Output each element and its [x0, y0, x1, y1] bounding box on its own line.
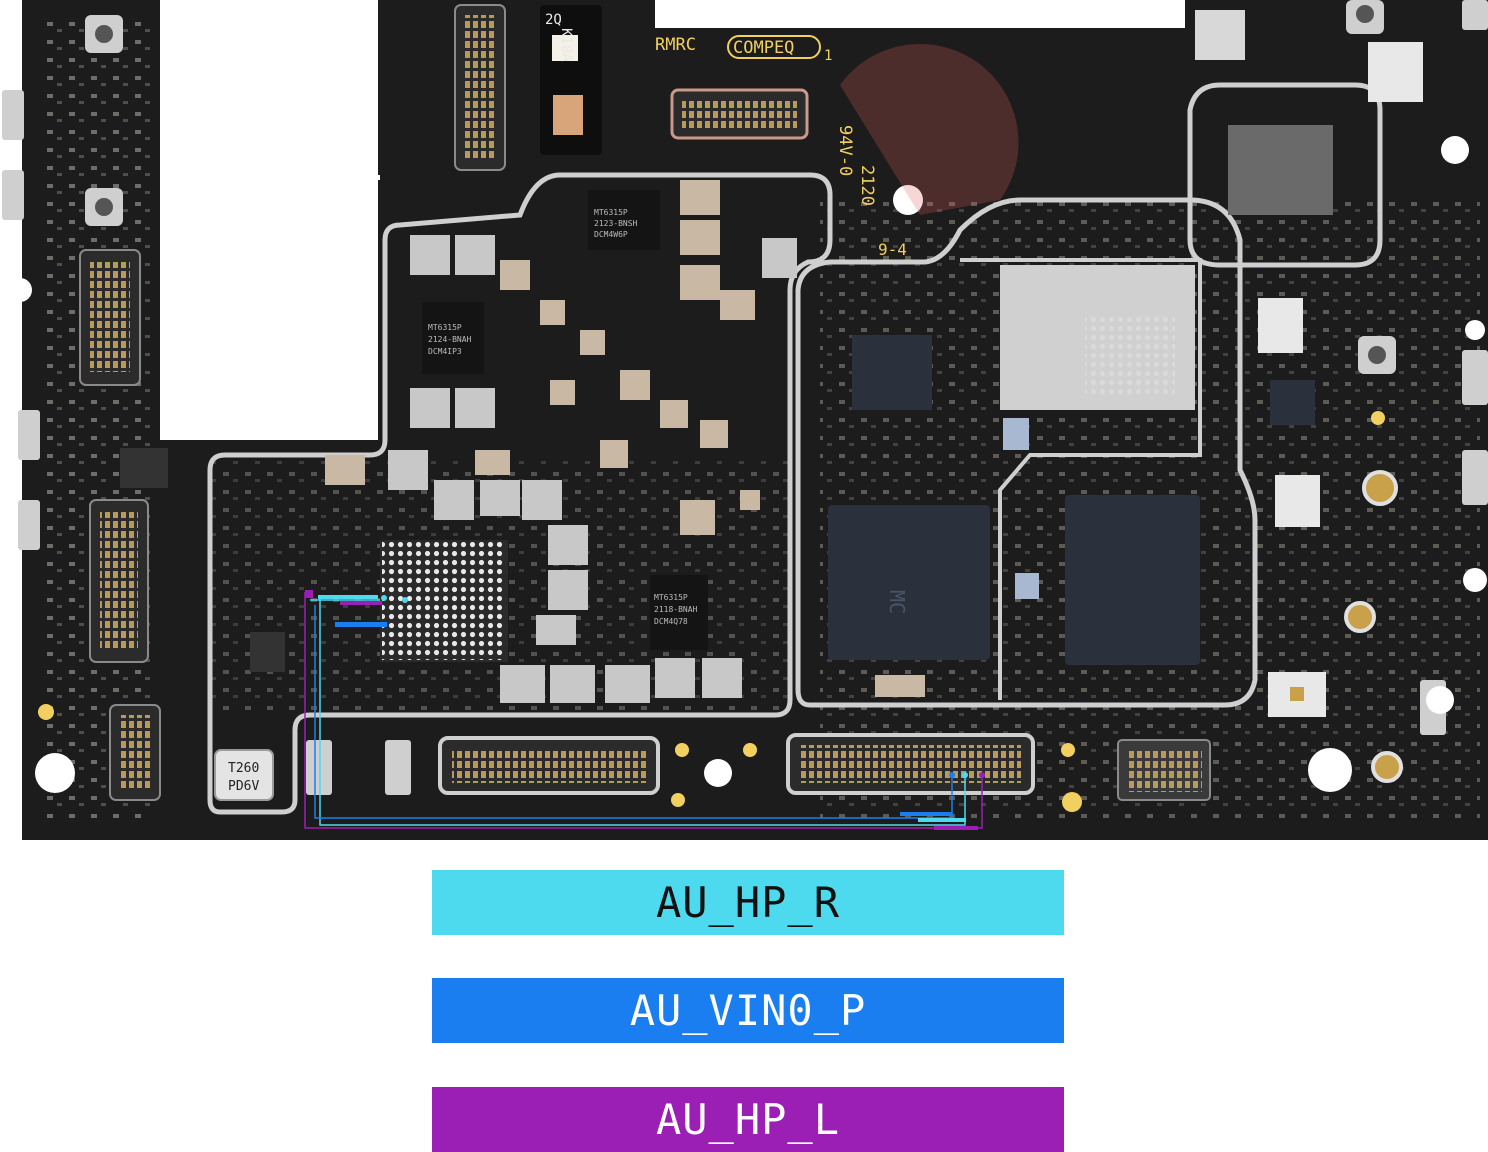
pcb-edge-fix: [655, 28, 1185, 200]
camera-label: K10A: [558, 28, 574, 62]
pcb-board-svg: K10A 2Q RMRC COMPEQ 1 94V-0 2120 9-4: [2, 0, 1488, 840]
chip-top-line-3: 2123-BNSH: [594, 219, 638, 228]
chip-pmic-left: [422, 302, 484, 374]
chip-mid-line-3: 2118-BNAH: [654, 605, 698, 614]
rf-connector-left-top: [85, 15, 123, 53]
rf-connector-gold-1: [1362, 470, 1398, 506]
pcb-diagram: K10A 2Q RMRC COMPEQ 1 94V-0 2120 9-4: [2, 0, 1488, 840]
watermark-logo: [840, 43, 1019, 216]
trace-au-hp-l: [304, 592, 983, 829]
rf-connector-gold-3: [1371, 751, 1403, 783]
shield-frame-inner: [960, 258, 1202, 700]
cutout-left: [160, 0, 378, 440]
side-clips-left: [2, 90, 411, 795]
chip-white-small-1: [1258, 298, 1303, 353]
crystal-t260: [214, 749, 274, 801]
chip-white-small-2: [1275, 475, 1320, 527]
chip-mem-label: MC: [885, 590, 909, 614]
camera-code: 2Q: [545, 12, 562, 28]
shield-frame-left: [207, 172, 833, 815]
chip-pmic-mid: [650, 575, 708, 650]
trace-au-vin0-p: [314, 605, 953, 819]
silk-code: 9-4: [878, 240, 907, 259]
net-traces: [304, 590, 985, 830]
crystal-ref: T260: [228, 761, 259, 776]
shield-frame-top-right: [1187, 82, 1383, 268]
chip-white-small-4: [1368, 42, 1423, 102]
silk-date: 2120: [857, 165, 877, 206]
rf-connector-right-top: [1346, 0, 1384, 34]
inductor-left: [120, 448, 168, 488]
chip-emmc: [1065, 495, 1200, 665]
chip-dark-right: [1270, 380, 1315, 425]
legend-au-hp-l: AU_HP_L: [432, 1087, 1064, 1152]
shield-frame-right: [795, 197, 1258, 708]
legend-au-hp-l-label: AU_HP_L: [655, 1095, 840, 1144]
silk-layer: 1: [824, 48, 832, 64]
legend-au-vin0-p: AU_VIN0_P: [432, 978, 1064, 1043]
trace-au-hp-r: [310, 595, 966, 826]
inductor-left-2: [250, 632, 285, 672]
cutout-top: [655, 0, 1185, 30]
chip-datamatrix: [1195, 10, 1245, 60]
silk-mark: RMRC: [655, 35, 696, 55]
chip-soc: [828, 505, 990, 660]
silk-brand: COMPEQ: [733, 38, 794, 58]
mounting-holes: [8, 136, 1487, 793]
chip-mid-line-2: MT6315P: [654, 593, 688, 602]
chip-left-line-4: DCM4IP3: [428, 347, 462, 356]
chip-top-line-2: MT6315P: [594, 208, 628, 217]
chip-wifi: [1228, 125, 1333, 215]
rf-connector-left-mid: [85, 188, 123, 226]
test-pads-gold: [38, 411, 1385, 812]
legend-au-hp-r: AU_HP_R: [432, 870, 1064, 935]
rf-connector-gold-2: [1344, 601, 1376, 633]
chip-left-line-3: 2124-BNAH: [428, 335, 472, 344]
mounting-hole: [893, 185, 923, 215]
legend-au-hp-r-label: AU_HP_R: [655, 878, 840, 927]
chip-left-line-2: MT6315P: [428, 323, 462, 332]
passive-block-tan: [325, 180, 1039, 697]
crystal-code: PD6V: [228, 779, 259, 794]
chip-pa: [852, 335, 932, 410]
chip-mid-line-4: DCM4Q78: [654, 617, 688, 626]
silk-rating: 94V-0: [835, 125, 855, 176]
chip-pmic-top: [588, 190, 660, 250]
passive-block-grey: [388, 235, 797, 703]
rf-connector-right-mid: [1358, 336, 1396, 374]
legend-au-vin0-p-label: AU_VIN0_P: [629, 986, 867, 1035]
chip-top-line-4: DCM4W6P: [594, 230, 628, 239]
